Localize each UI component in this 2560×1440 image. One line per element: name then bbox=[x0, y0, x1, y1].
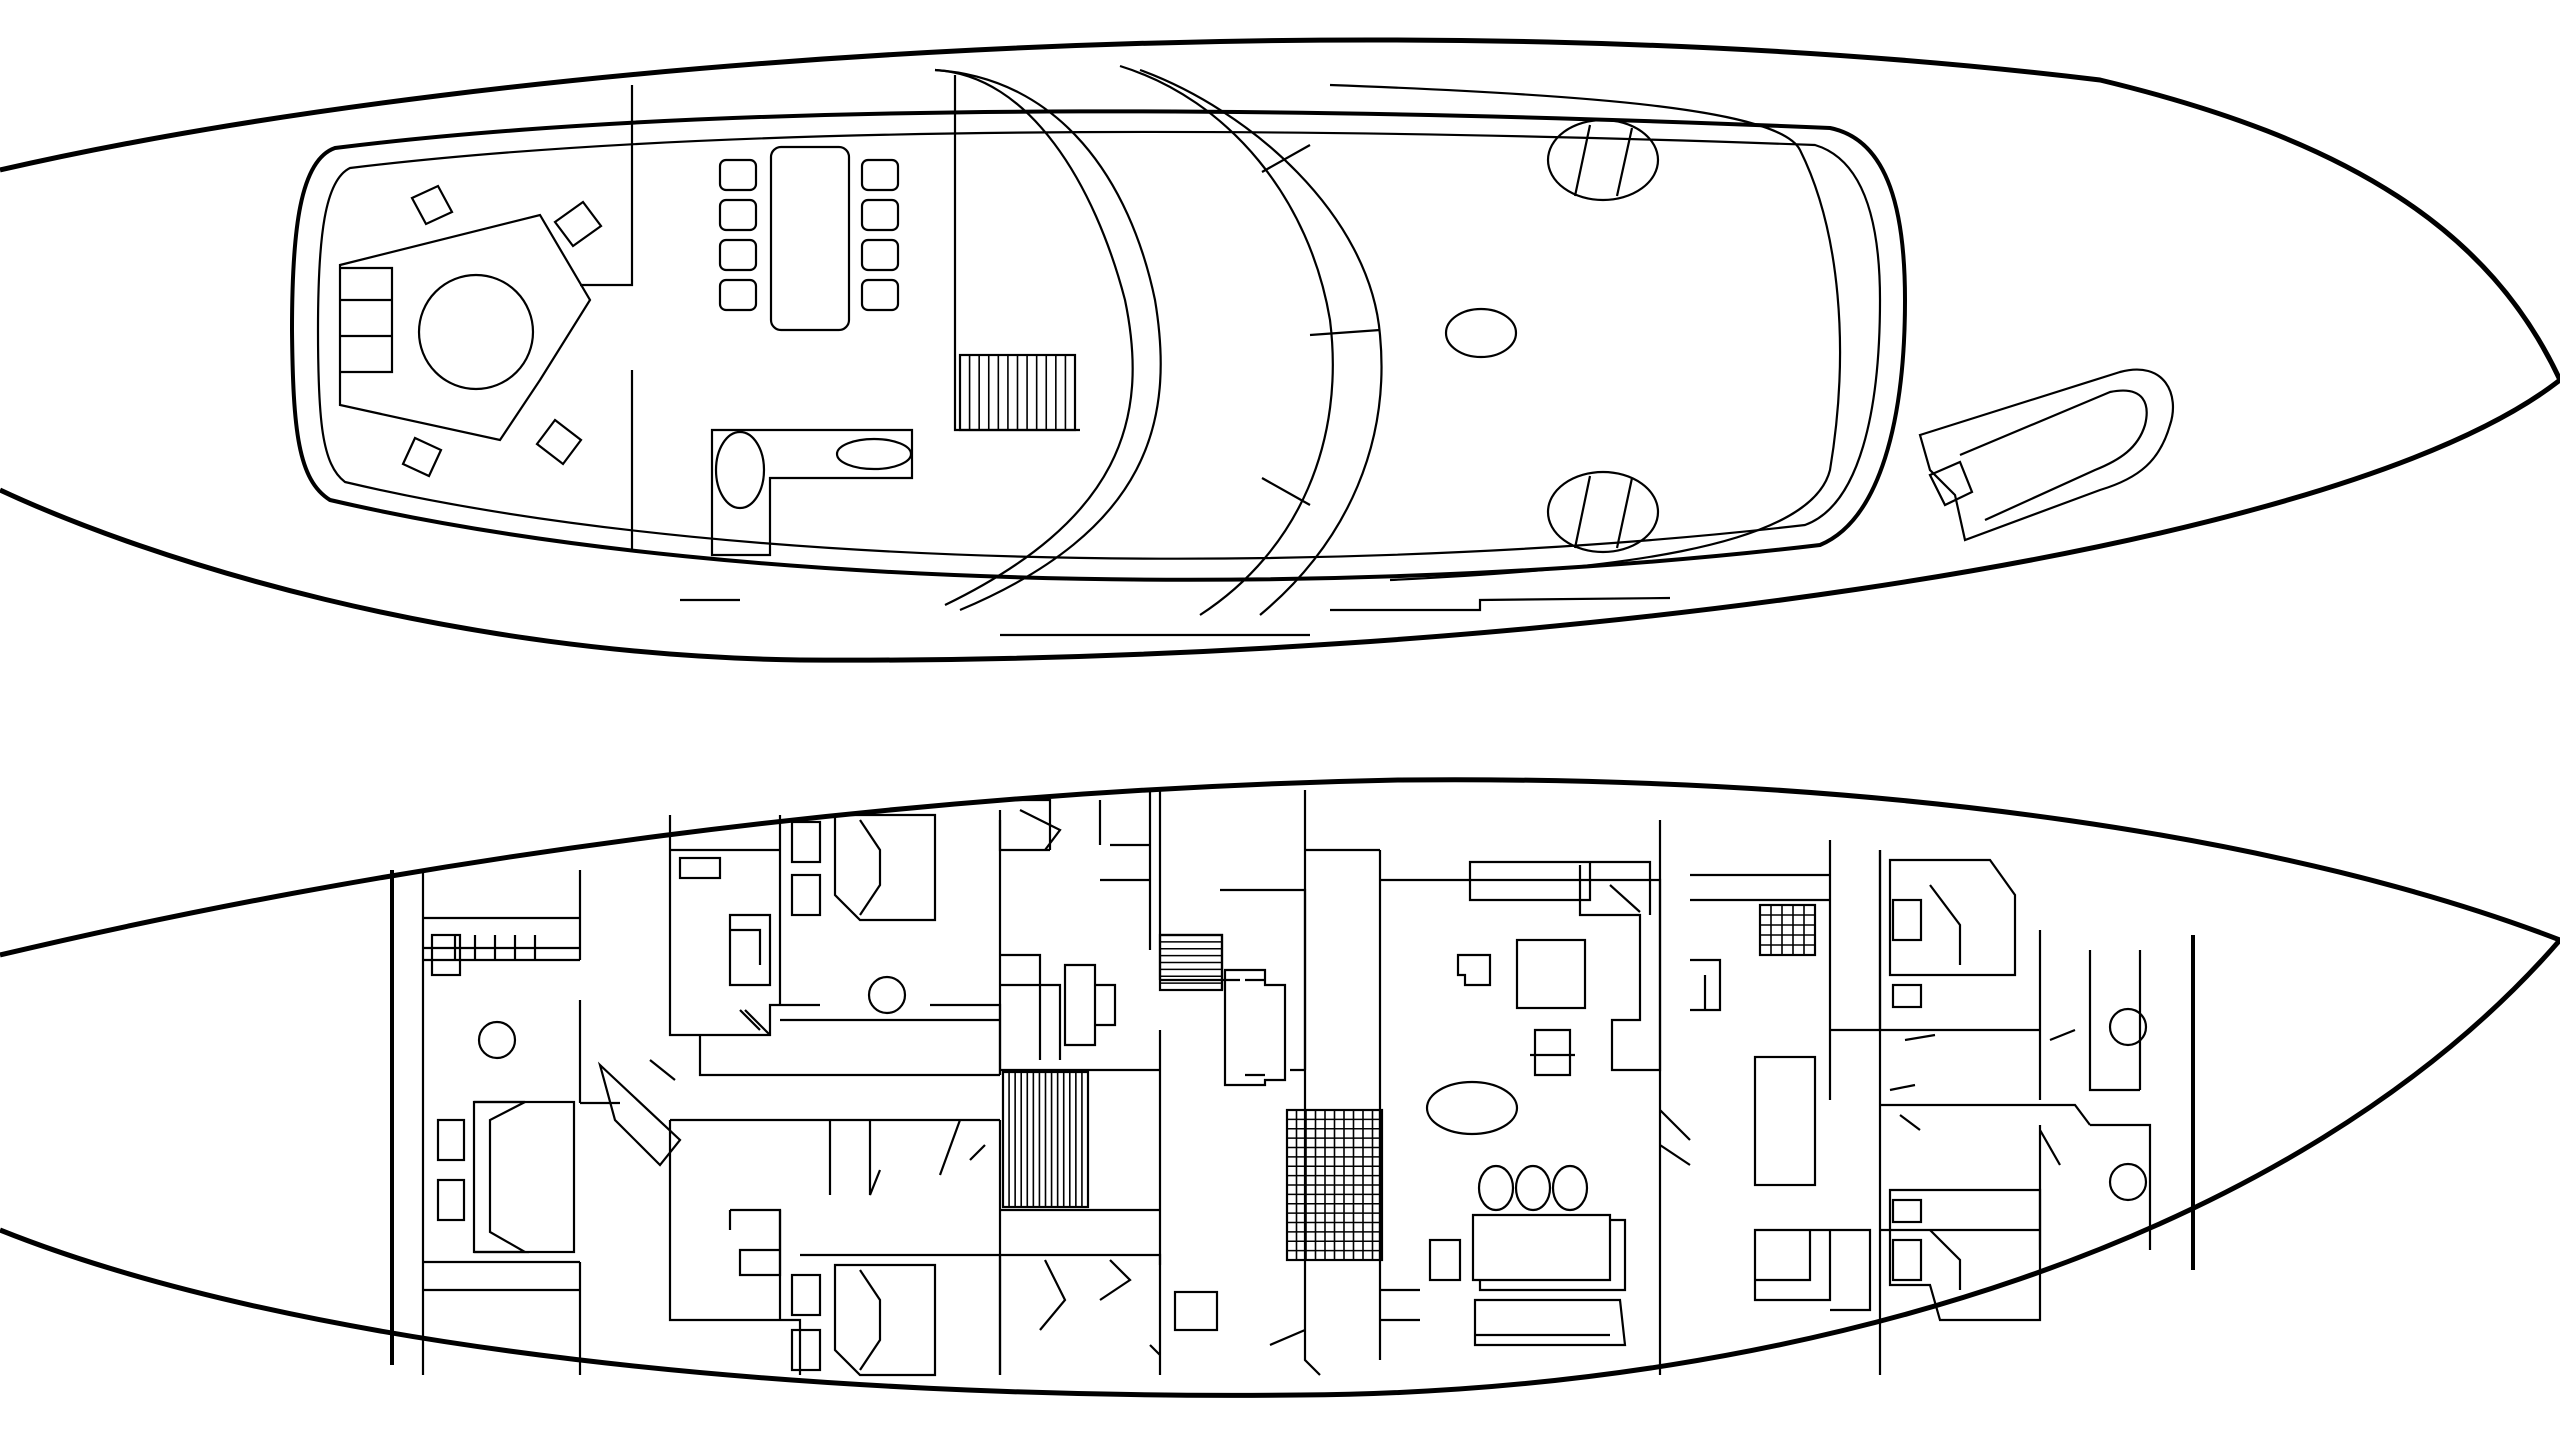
cabin-2-closet-a bbox=[790, 1273, 822, 1317]
lower-crew-corridor bbox=[998, 790, 1152, 950]
mid-settee bbox=[1223, 968, 1287, 1087]
cabin-2-door bbox=[938, 1119, 986, 1176]
cabin-1-porthole bbox=[867, 975, 907, 1015]
aft-cabin-porthole bbox=[477, 1020, 517, 1060]
sun-deck-rail bbox=[1119, 64, 1334, 616]
saloon-bar-stools bbox=[1477, 1164, 1589, 1212]
side-deck-lines bbox=[680, 596, 1671, 637]
tender-inner bbox=[1959, 389, 2148, 522]
sun-deck-curve-outer bbox=[934, 68, 1162, 612]
deck-hatch-center bbox=[1444, 307, 1518, 359]
helm-round-table bbox=[417, 273, 535, 391]
crew-bed-2 bbox=[1888, 1188, 2042, 1322]
upper-hull-outline bbox=[0, 37, 2560, 663]
main-stair-landing bbox=[1378, 865, 1662, 1360]
upper-toilet bbox=[714, 430, 766, 510]
sun-deck-curve-inner bbox=[934, 68, 1134, 606]
mid-stair-treads bbox=[1160, 941, 1222, 984]
crew-cabin-2-locker-a bbox=[1891, 1198, 1923, 1224]
cabin-2-closet-b bbox=[790, 1328, 822, 1372]
cabin-1-bed bbox=[833, 813, 937, 922]
galley-grid-panel bbox=[1758, 903, 1817, 957]
crew-cabin-2-locker-b bbox=[1891, 1238, 1923, 1282]
aft-cabin-nightstand-2 bbox=[436, 1178, 466, 1222]
crew-cabin-1-locker-a bbox=[1891, 898, 1923, 942]
superstructure-inner bbox=[316, 130, 1882, 560]
saloon-dining-settee bbox=[1473, 1298, 1627, 1347]
aft-cabin-walls bbox=[421, 870, 582, 1375]
crew-mess-seat bbox=[1753, 1228, 1872, 1312]
saloon-corner-sofa bbox=[1468, 860, 1652, 915]
bridge-partition bbox=[580, 85, 634, 550]
crew-door-marks bbox=[1889, 1028, 2076, 1131]
skylight-hatch-port bbox=[1546, 118, 1660, 202]
sun-deck-rail-inner bbox=[1139, 68, 1383, 616]
helm-chair-3 bbox=[401, 436, 443, 478]
lower-small-cabin-desk bbox=[1173, 1290, 1219, 1332]
galley-grid-lines bbox=[1760, 905, 1815, 955]
forward-service-walls bbox=[1658, 820, 1882, 1375]
aft-stowage-grid bbox=[453, 935, 537, 960]
saloon-coffee-table bbox=[1425, 1080, 1519, 1136]
bridge-bench bbox=[340, 266, 394, 374]
crew-cabin-1-porthole bbox=[2108, 1007, 2148, 1047]
crew-cabin-walls bbox=[1878, 850, 2152, 1375]
crew-cabin-2-porthole bbox=[2108, 1162, 2148, 1202]
crew-mess-table bbox=[1753, 1055, 1817, 1187]
foredeck-dome bbox=[1329, 83, 1842, 582]
galley-walls bbox=[1000, 953, 1062, 1060]
helm-chair-1 bbox=[410, 184, 454, 226]
aft-cabin-door bbox=[580, 1059, 682, 1167]
aft-stowage-1 bbox=[430, 933, 462, 977]
crew-cabin-1-locker-b bbox=[1891, 983, 1923, 1009]
saloon-side-stool bbox=[1428, 1238, 1462, 1282]
cabin-1-desk bbox=[678, 856, 722, 880]
saloon-armchair-1 bbox=[1515, 938, 1587, 1010]
central-corridor-walls bbox=[998, 820, 1162, 1375]
upper-stair-treads bbox=[968, 355, 1067, 430]
sun-deck-dividers bbox=[1261, 144, 1381, 506]
aft-cabin-nightstand-1 bbox=[436, 1118, 466, 1162]
upper-washbasin bbox=[835, 437, 913, 471]
helm-chair-4 bbox=[535, 418, 583, 466]
galley-counter bbox=[1063, 963, 1117, 1047]
saloon-small-chair-2 bbox=[1530, 1028, 1575, 1077]
lower-deck-plan bbox=[0, 777, 2560, 1398]
saloon-small-chair-1 bbox=[1456, 953, 1492, 987]
cabin-1-closet-a bbox=[790, 820, 822, 864]
cabin-2-head bbox=[728, 1208, 782, 1277]
dining-chairs bbox=[718, 158, 900, 312]
helm-console bbox=[338, 213, 592, 442]
lower-hull-outline bbox=[0, 777, 2560, 1398]
saloon-walls bbox=[1269, 790, 1382, 1376]
cabin-2-bed bbox=[833, 1263, 937, 1377]
cabin-1-closet-b bbox=[790, 873, 822, 917]
sky-dining-table bbox=[769, 145, 851, 332]
helm-chair-2 bbox=[553, 200, 603, 248]
tender-hull bbox=[1918, 368, 2175, 542]
tender-console bbox=[1928, 460, 1974, 507]
upper-day-head bbox=[710, 428, 914, 557]
aft-bed-headboard bbox=[474, 1100, 530, 1254]
lower-small-cabin bbox=[998, 1253, 1162, 1375]
crew-bed-1 bbox=[1888, 858, 2017, 977]
upper-deck-plan bbox=[0, 37, 2560, 663]
main-stair-treads bbox=[1287, 1110, 1382, 1260]
cabin-1-walls bbox=[668, 815, 1002, 1077]
cabin-1-head bbox=[728, 913, 772, 1036]
skylight-hatch-starboard bbox=[1546, 470, 1660, 554]
superstructure-outline bbox=[289, 109, 1908, 582]
mid-stair-block bbox=[1158, 790, 1307, 1070]
saloon-bar-counter bbox=[1471, 1213, 1627, 1292]
central-stair-treads bbox=[1008, 1072, 1083, 1207]
